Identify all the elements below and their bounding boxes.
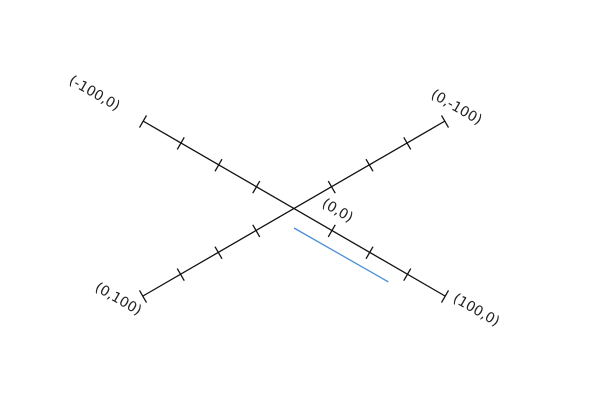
label-pos-x-end: (100,0)	[450, 291, 502, 330]
label-neg-x-end: (-100,0)	[66, 73, 123, 115]
y-axis-tick	[138, 290, 148, 303]
label-pos-y-end: (0,100)	[92, 280, 144, 319]
label-origin: (0,0)	[319, 196, 356, 226]
label-neg-y-end: (0,-100)	[428, 87, 485, 129]
x-axis-tick	[440, 290, 450, 303]
blue-segment	[293, 227, 389, 283]
y-axis-line	[142, 120, 446, 297]
